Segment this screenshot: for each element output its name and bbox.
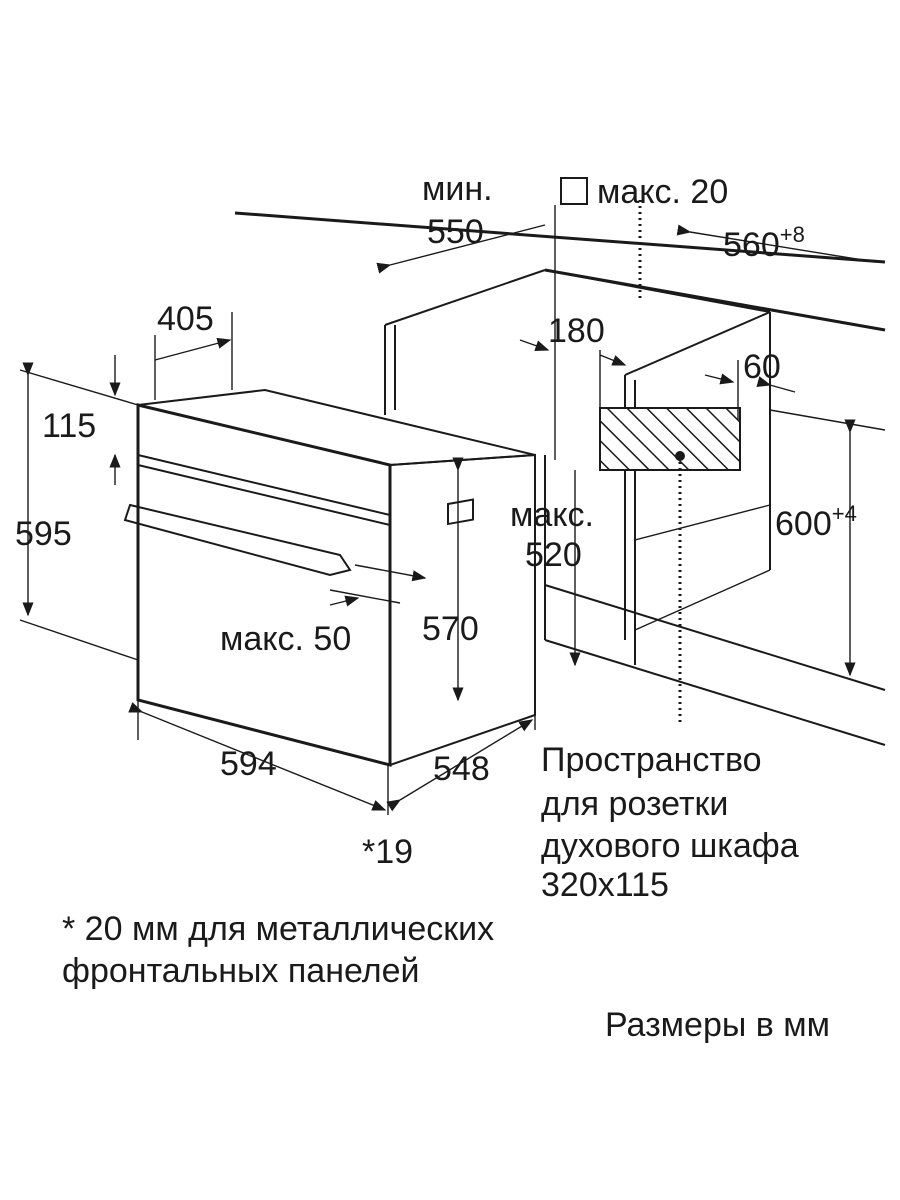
label-570: 570 xyxy=(422,610,479,648)
label-520: 520 xyxy=(525,536,582,574)
label-60: 60 xyxy=(743,348,781,386)
socket-area-hatch xyxy=(599,407,741,471)
label-600: 600+4 xyxy=(775,501,857,543)
label-595: 595 xyxy=(15,515,72,553)
label-594: 594 xyxy=(220,745,277,783)
label-max-50: макс. 50 xyxy=(220,620,351,658)
dimension-lines xyxy=(19,205,886,815)
label-405: 405 xyxy=(157,300,214,338)
label-548: 548 xyxy=(433,750,490,788)
footnote-line1: * 20 мм для металлических xyxy=(62,910,494,948)
label-115: 115 xyxy=(42,407,96,445)
oven-handle xyxy=(123,503,352,577)
label-max-20: макс. 20 xyxy=(597,173,728,211)
label-560: 560+8 xyxy=(723,222,805,264)
socket-note-line2: для розетки xyxy=(541,785,728,823)
label-180: 180 xyxy=(548,312,605,350)
socket-note-line4: 320x115 xyxy=(541,866,669,904)
label-max: макс. xyxy=(510,496,594,534)
units-note: Размеры в мм xyxy=(605,1006,830,1044)
footnote-line2: фронтальных панелей xyxy=(62,952,420,990)
socket-note-line1: Пространство xyxy=(541,741,762,779)
countertop xyxy=(234,211,886,332)
cabinet-niche xyxy=(384,200,886,746)
socket-note-line3: духового шкафа xyxy=(541,827,799,865)
label-550: 550 xyxy=(427,213,484,251)
label-19: *19 xyxy=(362,833,413,871)
label-min: мин. xyxy=(422,170,493,208)
square-icon xyxy=(560,177,588,205)
oven xyxy=(123,388,536,767)
